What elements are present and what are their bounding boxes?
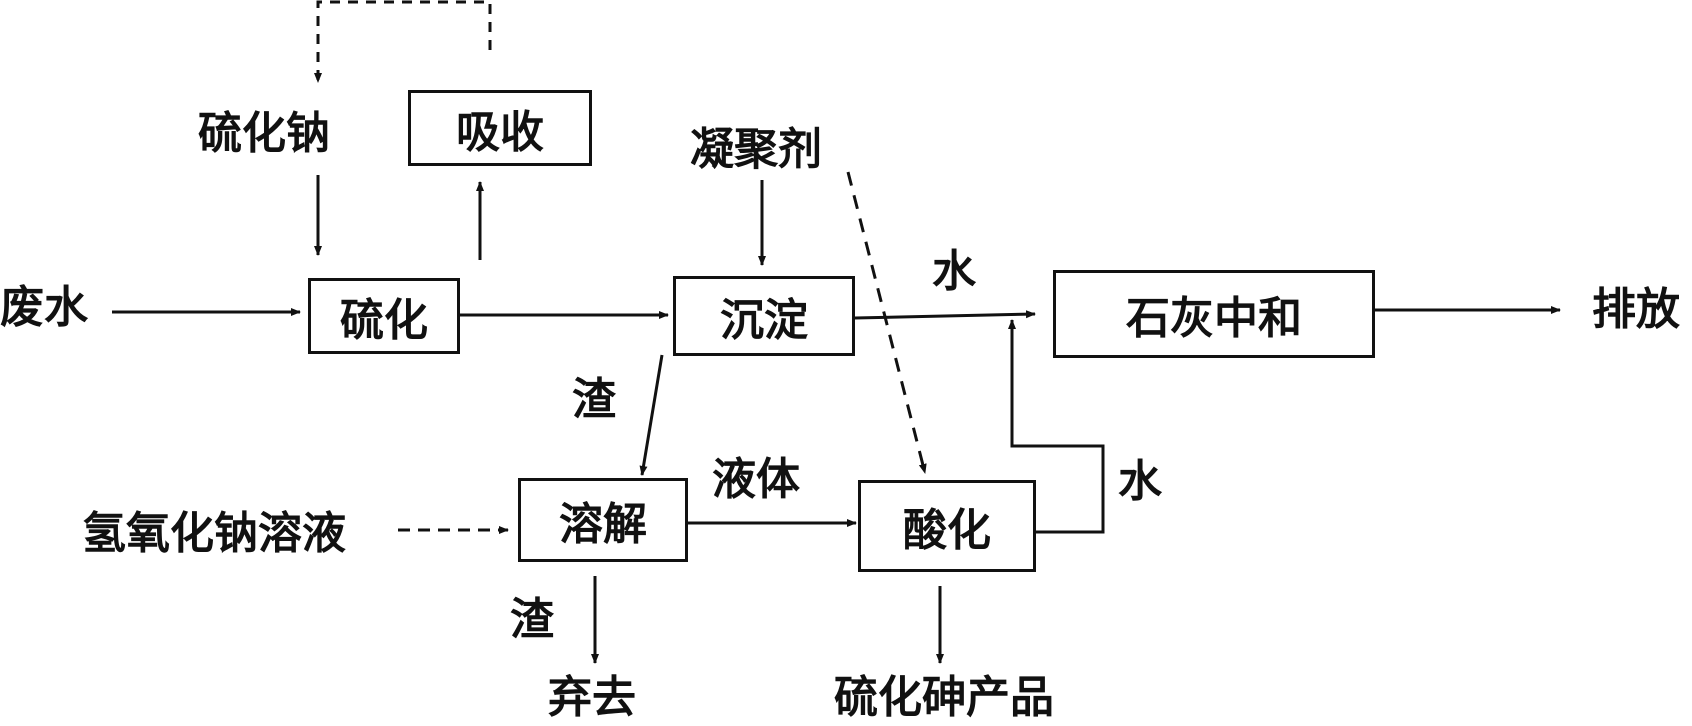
label-wastewater: 废水 — [0, 282, 88, 333]
dashed-arrow-flocculant-to-acidification — [846, 171, 927, 474]
arrow-precipitation-to-lime — [854, 310, 1036, 320]
node-precipitation: 沉淀 — [673, 276, 855, 356]
label-slag-2: 渣 — [510, 594, 554, 645]
label-water-top: 水 — [932, 246, 976, 297]
node-sulfidation: 硫化 — [308, 278, 460, 354]
label-discard: 弃去 — [548, 672, 636, 723]
label-discharge: 排放 — [1592, 284, 1680, 335]
label-sodium-sulfide: 硫化钠 — [198, 108, 330, 159]
label-slag-1: 渣 — [572, 374, 616, 425]
label-flocculant: 凝聚剂 — [690, 124, 822, 175]
recycle-dashed-arrow — [314, 0, 492, 83]
arrow-acidification-water-to-lime — [1008, 319, 1105, 534]
node-dissolution: 溶解 — [518, 478, 688, 562]
label-water-right: 水 — [1118, 456, 1162, 507]
node-lime-neutralization: 石灰中和 — [1053, 270, 1375, 358]
node-absorb: 吸收 — [408, 90, 592, 166]
label-naoh-solution: 氢氧化钠溶液 — [82, 508, 346, 559]
label-liquid: 液体 — [712, 454, 800, 505]
node-acidification: 酸化 — [858, 480, 1036, 572]
arrow-precipitation-to-dissolution — [639, 354, 664, 476]
label-arsenic-sulfide-product: 硫化砷产品 — [834, 672, 1054, 723]
